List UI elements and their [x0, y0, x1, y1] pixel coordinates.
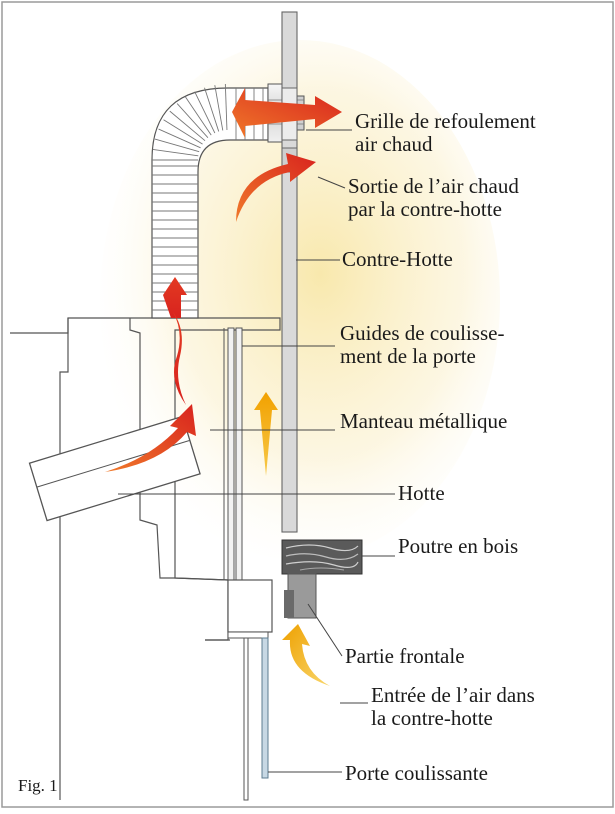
label-hotte: Hotte	[398, 482, 445, 505]
leader-lines	[118, 129, 395, 773]
duct-rib	[158, 128, 201, 149]
outlet-arrow	[232, 88, 342, 138]
duct-rib	[169, 110, 206, 142]
duct-rib	[224, 84, 228, 131]
label-partie: Partie frontale	[345, 645, 465, 668]
leader-sortie	[317, 176, 346, 189]
front-part	[284, 573, 317, 619]
hood	[28, 415, 201, 522]
duct-rib	[152, 148, 199, 157]
duct-rib	[176, 103, 209, 139]
label-entree: Entrée de l’air dans la contre-hotte	[371, 684, 535, 730]
label-guides: Guides de coulisse- ment de la porte	[340, 322, 592, 368]
duct-entry-arrow	[163, 277, 187, 318]
duct-rib	[185, 96, 212, 136]
label-manteau-line1: Manteau métallique	[340, 409, 508, 433]
door-sill	[227, 631, 269, 639]
label-porte-line1: Porte coulissante	[345, 761, 488, 785]
door-frame-block	[227, 579, 273, 633]
duct-rib	[204, 87, 220, 132]
rising-air-arrow	[254, 392, 278, 476]
door-rail	[243, 637, 249, 801]
label-guides-line2: ment de la porte	[340, 344, 476, 368]
firebox-floor	[174, 577, 229, 581]
label-poutre-line1: Poutre en bois	[398, 534, 519, 558]
label-contre-hotte: Contre-Hotte	[342, 248, 453, 271]
contre-hotte-exit-arrow	[236, 153, 316, 222]
heat-glow	[100, 40, 500, 560]
air-intake-arrow	[282, 624, 330, 686]
duct-rib	[194, 91, 216, 134]
label-sortie: Sortie de l’air chaud par la contre-hott…	[348, 175, 519, 221]
label-contre-hotte-line1: Contre-Hotte	[342, 247, 453, 271]
label-entree-line2: la contre-hotte	[371, 706, 493, 730]
label-guides-line1: Guides de coulisse-	[340, 321, 505, 345]
label-manteau: Manteau métallique	[340, 410, 507, 433]
duct-connector-arrow	[173, 312, 186, 405]
sliding-door	[261, 637, 269, 779]
duct-rib	[163, 119, 203, 145]
label-partie-line1: Partie frontale	[345, 644, 465, 668]
contre-hotte-panel	[281, 11, 298, 533]
label-sortie-line1: Sortie de l’air chaud	[348, 174, 519, 198]
hood-exhaust-arrow	[105, 404, 196, 472]
wall-left-edge	[59, 318, 69, 800]
label-sortie-line2: par la contre-hotte	[348, 197, 502, 221]
figure-caption: Fig. 1	[18, 776, 58, 795]
label-entree-line1: Entrée de l’air dans	[371, 683, 535, 707]
duct-rib	[154, 138, 200, 153]
firebox-inner	[129, 318, 175, 579]
label-poutre: Poutre en bois	[398, 535, 518, 558]
label-hotte-line1: Hotte	[398, 481, 445, 505]
leader-partie	[307, 603, 343, 657]
wooden-beam	[281, 539, 363, 575]
duct-rib	[214, 85, 224, 131]
label-grille-line2: air chaud	[355, 132, 433, 156]
label-porte: Porte coulissante	[345, 762, 488, 785]
label-grille-line1: Grille de refoulement	[355, 109, 536, 133]
label-grille: Grille de refoulement air chaud	[355, 110, 536, 156]
